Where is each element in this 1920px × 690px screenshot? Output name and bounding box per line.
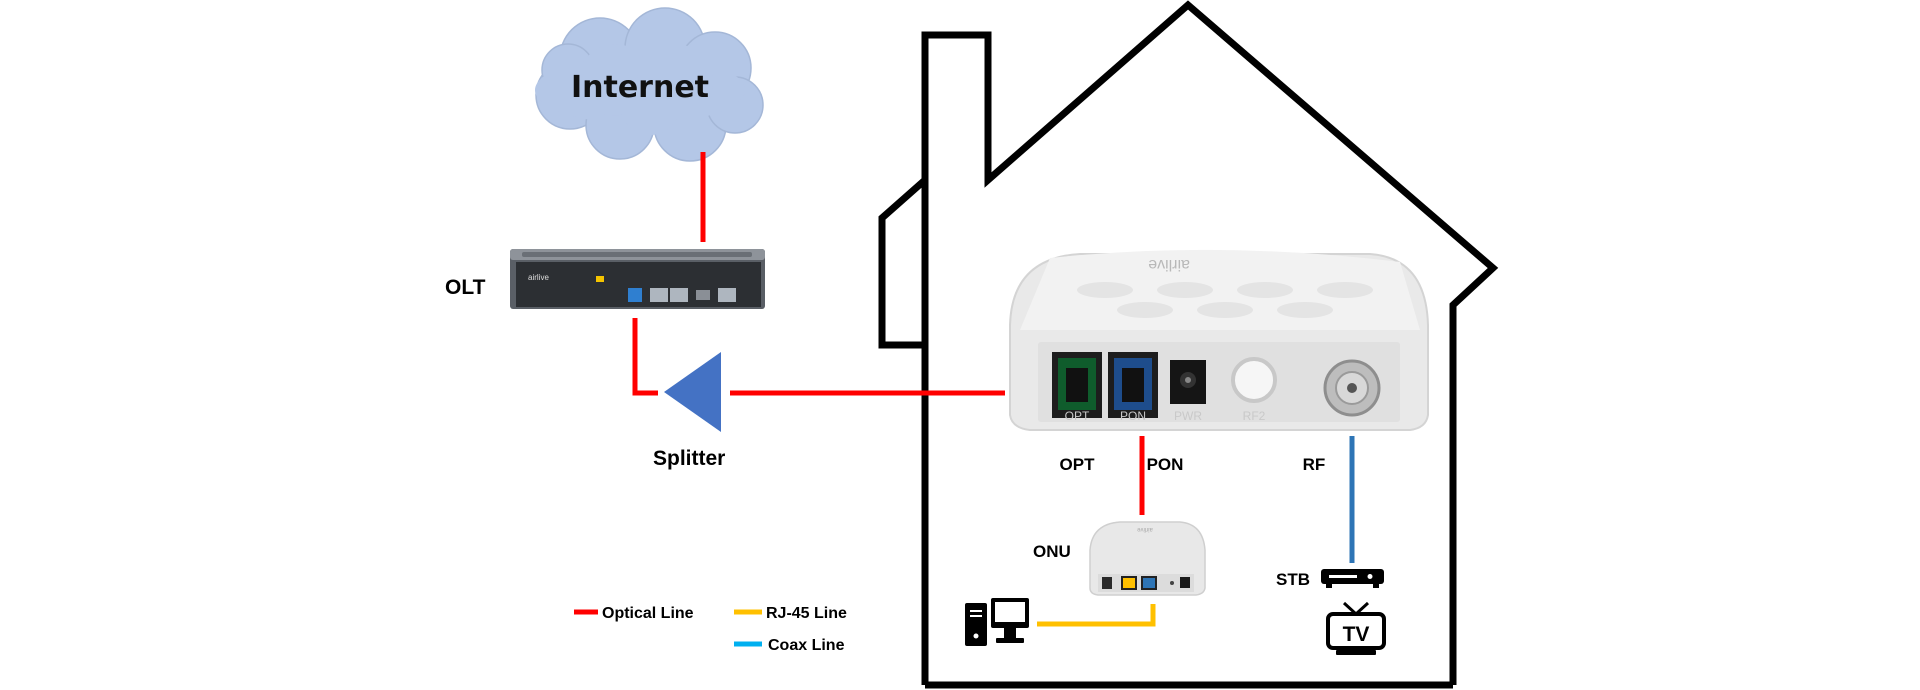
onu-label: ONU [1033, 542, 1071, 561]
opt-label: OPT [1060, 455, 1096, 474]
legend-label-rj45: RJ-45 Line [766, 605, 847, 622]
splitter-label: Splitter [653, 447, 725, 470]
internet-label: Internet [571, 70, 709, 105]
legend-label-optical: Optical Line [602, 605, 694, 622]
legend-item-rj45: RJ-45 Line [734, 605, 847, 622]
stb-label: STB [1276, 570, 1310, 589]
rf-label: RF [1303, 455, 1326, 474]
rj45-line-onu-pc [1037, 604, 1156, 627]
device-top-bumps [1077, 282, 1373, 318]
olt-label: OLT [445, 276, 486, 299]
legend: Optical Line RJ-45 Line Coax Line [574, 605, 847, 654]
splitter-icon [664, 352, 721, 432]
device-port-pon: PON [1120, 409, 1146, 423]
olt-vent-holes [522, 252, 752, 257]
house-outline [921, 0, 1499, 685]
olt-brand: airlive [528, 273, 549, 282]
internet-cloud: Internet [535, 7, 764, 162]
main-onu-device: airlive OPT PON PWR RF2 [1009, 249, 1429, 431]
optical-line-olt-splitter [632, 318, 658, 396]
tv-icon: TV [1326, 601, 1386, 655]
legend-item-optical: Optical Line [574, 605, 694, 622]
rf2-port [1231, 357, 1277, 403]
connection-lines [632, 152, 1355, 627]
device-brand-mirrored: airlive [1148, 256, 1190, 273]
legend-item-coax: Coax Line [734, 637, 845, 654]
pon-label: PON [1147, 455, 1184, 474]
tv-label: TV [1343, 623, 1370, 646]
legend-label-coax: Coax Line [768, 637, 845, 654]
device-port-pwr: PWR [1174, 409, 1202, 423]
device-port-rf2: RF2 [1243, 409, 1266, 423]
olt-device: airlive [510, 249, 765, 309]
device-port-opt: OPT [1065, 409, 1090, 423]
stb-icon [1321, 569, 1384, 588]
pc-icon [965, 598, 1029, 646]
house-left-wall [878, 177, 928, 349]
small-onu-device: airlive [1089, 521, 1206, 596]
small-onu-brand: airlive [1137, 526, 1153, 532]
